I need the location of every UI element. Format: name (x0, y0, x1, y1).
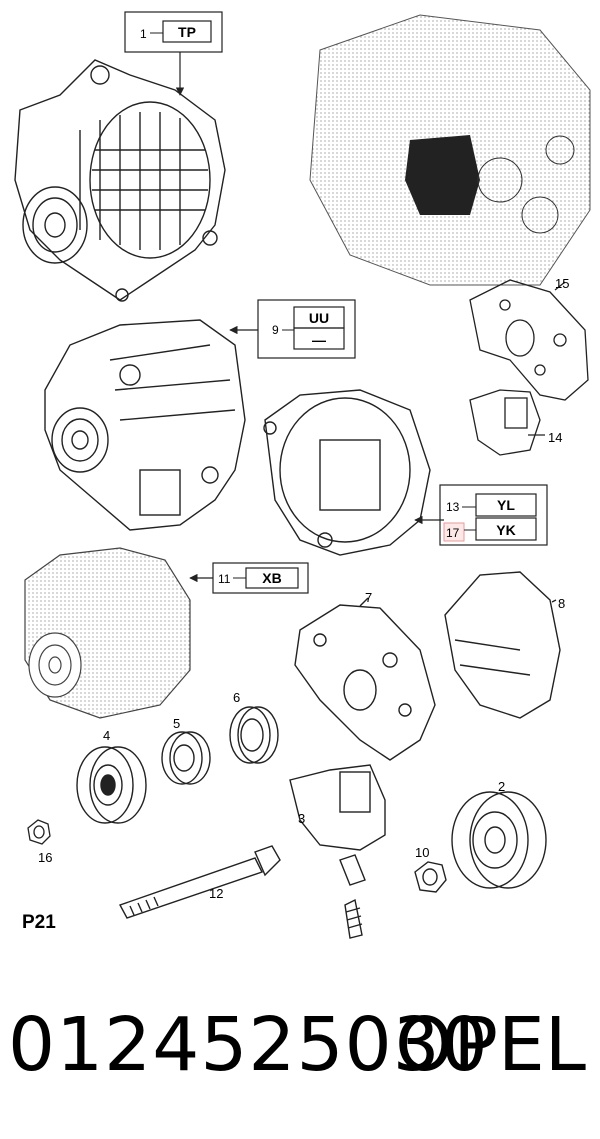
part-label-15: 15 (555, 276, 569, 291)
part-label-6: 6 (233, 690, 240, 705)
rectifier-7-illustration (294, 597, 436, 761)
callout-1-code: TP (178, 24, 196, 40)
part-label-10: 10 (415, 845, 429, 860)
part-label-4: 4 (103, 728, 110, 743)
callout-9-code-2: — (312, 332, 326, 348)
callout-9-code-1: UU (309, 310, 329, 326)
rectifier-plate-15-illustration (469, 279, 589, 401)
engine-illustration (309, 14, 591, 286)
callout-13-number: 13 (446, 500, 460, 514)
callout-17-number: 17 (446, 526, 460, 540)
alternator-middle-illustration (44, 319, 246, 531)
bolt-12-illustration (118, 845, 281, 919)
bearing-4-illustration (76, 746, 147, 824)
callout-11-code: XB (262, 570, 281, 586)
callout-17-code: YK (496, 522, 515, 538)
footer: 0124525030 OPEL (0, 1000, 600, 1110)
part-number: 0124525030 (8, 1002, 489, 1088)
alternator-rear-illustration (263, 389, 431, 556)
part-label-14: 14 (548, 430, 562, 445)
bearing-5-illustration (161, 731, 211, 785)
part-label-12: 12 (209, 886, 223, 901)
alternator-bottom-illustration (24, 547, 191, 719)
callout-1-tp: 1 TP (124, 11, 223, 96)
nut-16-illustration (27, 819, 51, 845)
alternator-top-illustration (14, 59, 226, 302)
brand-name: OPEL (395, 1002, 586, 1088)
callout-11-number: 11 (218, 572, 231, 586)
page-code: P21 (22, 912, 56, 933)
part-label-2: 2 (498, 779, 505, 794)
rear-cover-8-illustration (444, 571, 561, 719)
callout-9-uu: 9 UU — (229, 299, 356, 359)
regulator-14-illustration (469, 389, 545, 456)
callout-13-code: YL (497, 497, 515, 513)
part-label-5: 5 (173, 716, 180, 731)
part-label-8: 8 (558, 596, 565, 611)
part-label-3: 3 (298, 811, 305, 826)
regulator-3-illustration (289, 764, 386, 939)
part-label-16: 16 (38, 850, 52, 865)
nut-10-illustration (414, 861, 447, 893)
callout-9-number: 9 (272, 323, 279, 337)
callout-11-xb: 11 XB (189, 562, 309, 594)
part-label-7: 7 (365, 590, 372, 605)
callout-13-17: 13 YL 17 YK (414, 484, 548, 546)
pulley-2-illustration (451, 791, 547, 889)
callout-17-highlight (443, 522, 465, 542)
callout-1-number: 1 (140, 27, 147, 41)
ring-6-illustration (229, 706, 279, 764)
